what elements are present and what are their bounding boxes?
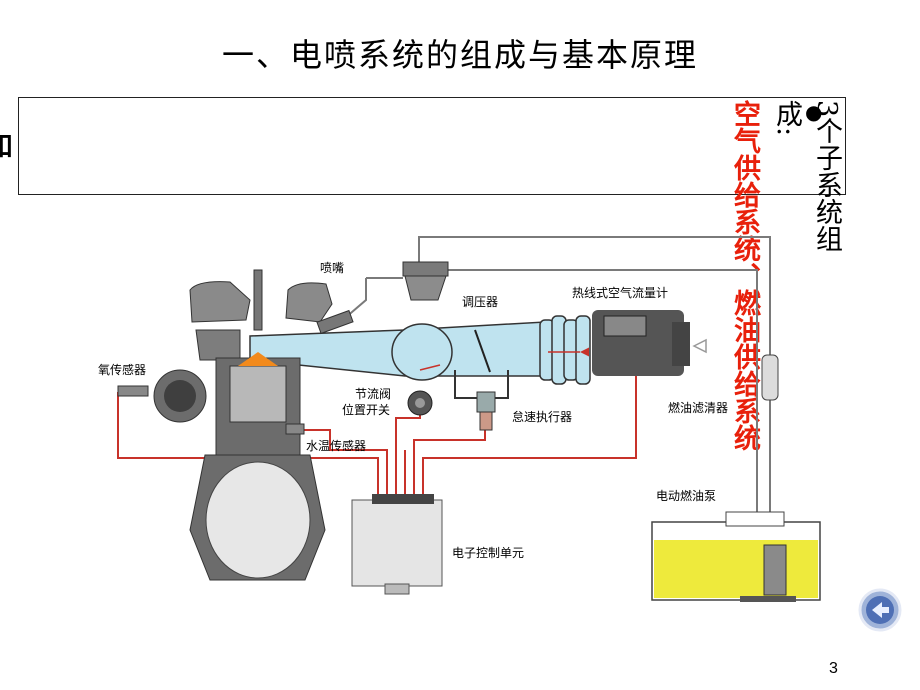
- coolant-temp-sensor: [285, 423, 305, 435]
- label-pressure-regulator: 调压器: [462, 295, 498, 309]
- fuel-tank: [651, 511, 821, 602]
- label-air-flow-meter: 热线式空气流量计: [572, 285, 668, 300]
- label-oxygen-sensor: 氧传感器: [98, 362, 146, 377]
- throttle-position-switch: [407, 390, 433, 416]
- label-idle-actuator: 怠速执行器: [512, 410, 572, 424]
- pressure-regulator: [402, 261, 449, 301]
- bullet-line-2: 成:: [771, 100, 802, 137]
- label-throttle-switch-2: 位置开关: [342, 402, 390, 417]
- label-throttle-switch-1: 节流阀: [355, 387, 391, 401]
- air-flow-meter: [592, 310, 707, 376]
- label-fuel-filter: 燃油滤清器: [668, 400, 728, 415]
- label-fuel-pump: 电动燃油泵: [656, 488, 716, 503]
- idle-actuator: [476, 391, 496, 431]
- label-injector: 喷嘴: [320, 261, 344, 275]
- ecu-unit: [351, 494, 443, 595]
- oxygen-sensor: [117, 385, 149, 397]
- bullet-line-3-highlight: 空气供给系统、燃油供给系统: [729, 100, 760, 451]
- engine-block: [153, 269, 354, 581]
- intake-manifold: [249, 315, 591, 399]
- back-arrow-icon[interactable]: [858, 588, 902, 632]
- bullet-dot: ●: [805, 100, 823, 124]
- bullet-textbox: 3个子系统组 成: 空气供给系统、燃油供给系统: [18, 97, 846, 451]
- label-ecu: 电子控制单元: [452, 546, 524, 560]
- label-coolant-sensor: 水温传感器: [306, 438, 366, 453]
- bullet-overflow-text: 和: [0, 132, 12, 159]
- fuel-filter: [761, 354, 779, 401]
- bullet-line-1: 3个子系统组: [811, 100, 842, 253]
- slide-title: 一、电喷系统的组成与基本原理: [221, 36, 698, 74]
- page-number: 3: [829, 660, 838, 677]
